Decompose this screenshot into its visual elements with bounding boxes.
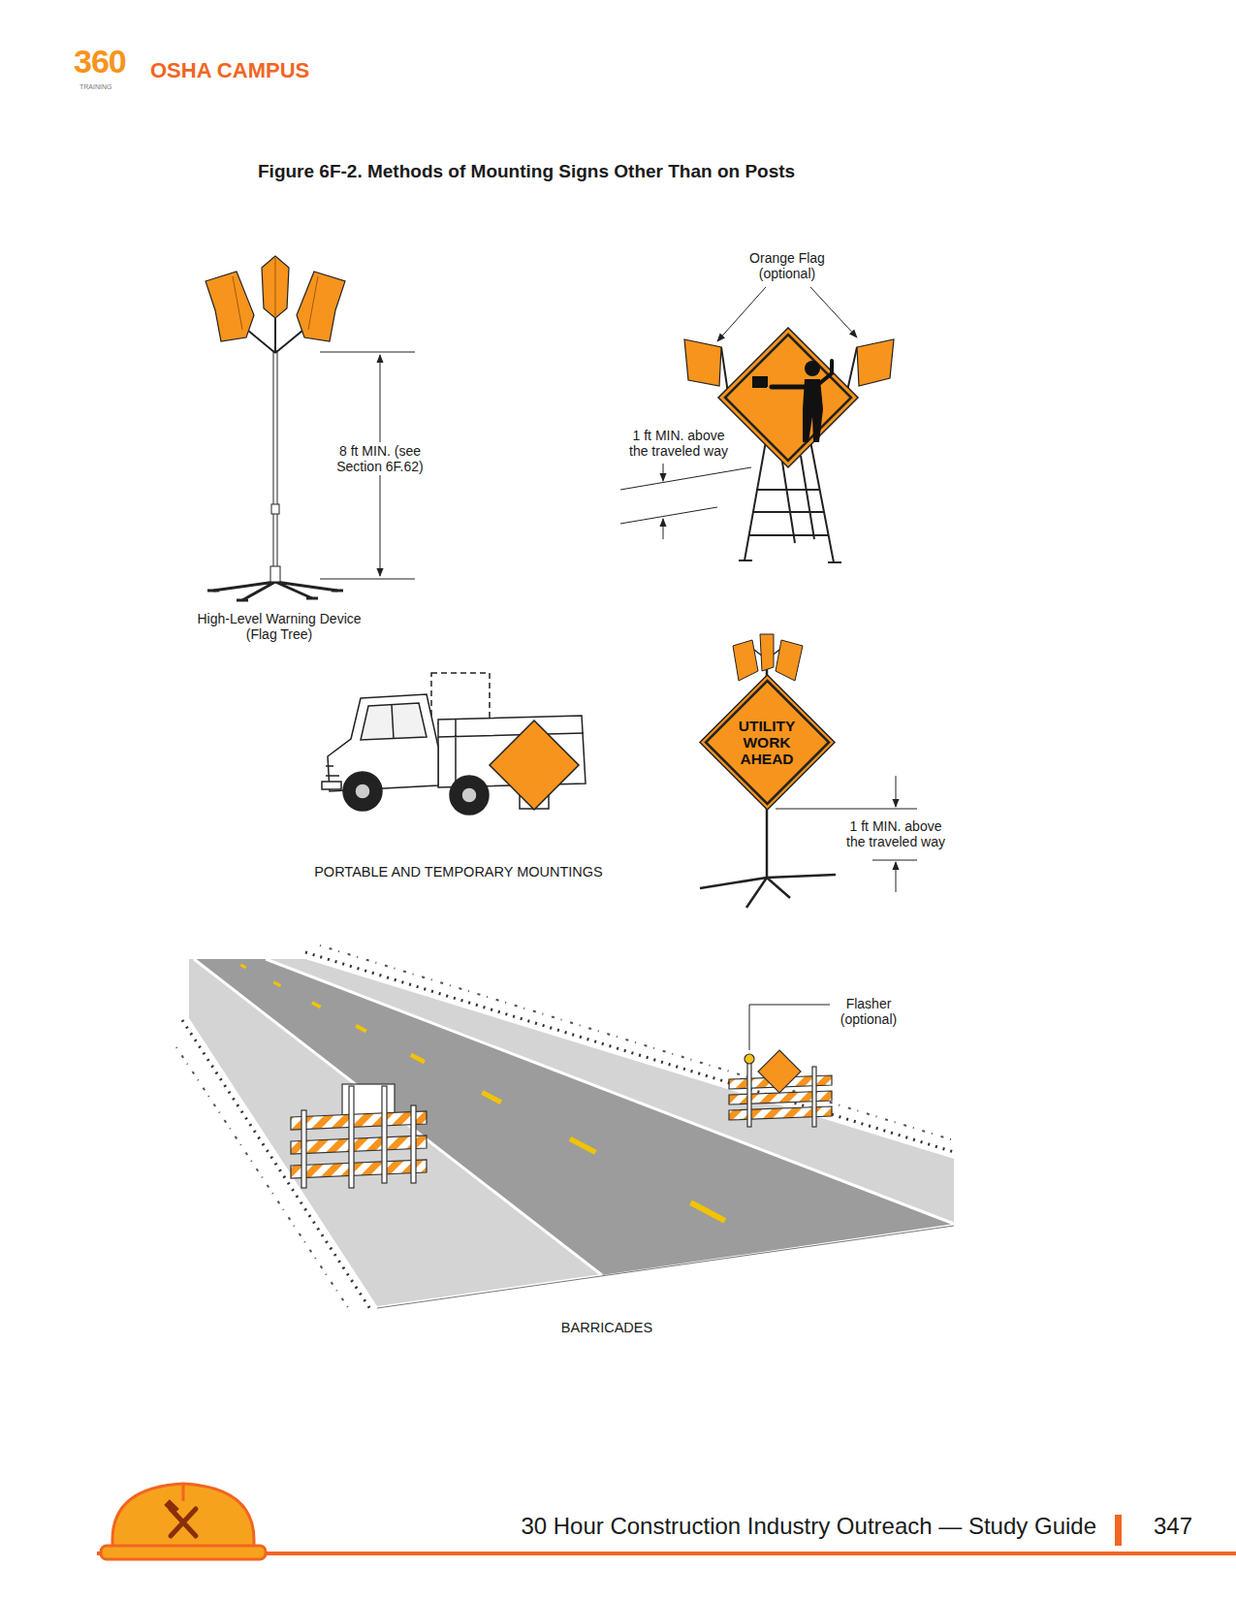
logo-tagline: TRAINING (79, 83, 112, 92)
dimension-line (620, 463, 752, 539)
figure-caption: PORTABLE AND TEMPORARY MOUNTINGS (314, 863, 603, 881)
logo-wordmark: OSHA CAMPUS (150, 58, 310, 83)
figure-caption: High-Level Warning Device (Flag Tree) (187, 610, 372, 642)
footer-text: 30 Hour Construction Industry Outreach —… (520, 1512, 1097, 1540)
dimension-label: 1 ft MIN. above the traveled way (622, 426, 735, 460)
dimension-label: 1 ft MIN. above the traveled way (839, 817, 952, 851)
callout-label: Flasher (optional) (831, 994, 906, 1028)
warning-sign: UTILITY WORK AHEAD (699, 674, 835, 810)
page-number: 347 (1153, 1512, 1193, 1540)
figure-caption: BARRICADES (561, 1319, 653, 1336)
sign-text: UTILITY WORK AHEAD (731, 717, 802, 767)
barricade (728, 1004, 832, 1127)
sign-stand (699, 633, 836, 908)
leader-arrow (717, 286, 857, 342)
dimension-label: 8 ft MIN. (see Section 6F.62) (323, 442, 437, 476)
footer (96, 1483, 1236, 1559)
flag-tree (205, 255, 346, 601)
road-scene (176, 945, 954, 1309)
callout-label: Orange Flag (optional) (742, 250, 832, 282)
figure-title: Figure 6F-2. Methods of Mounting Signs O… (257, 160, 795, 183)
pickup-truck (321, 672, 586, 815)
logo-number: 360 (73, 42, 127, 81)
barricade (290, 1083, 427, 1188)
